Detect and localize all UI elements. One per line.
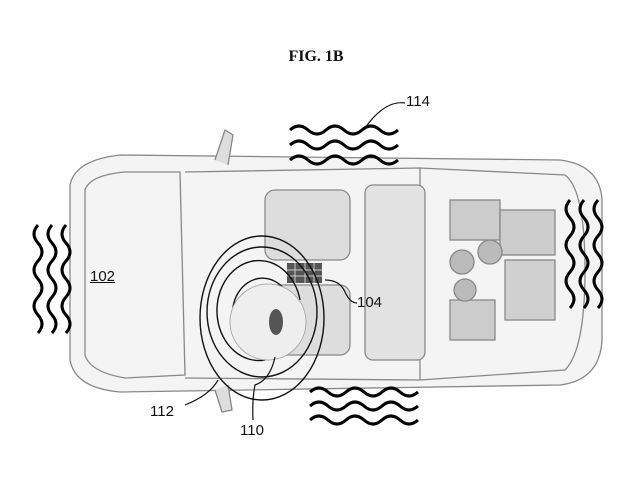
- label-sound-field: 112: [150, 403, 174, 420]
- speaker-icon: [230, 284, 306, 360]
- vehicle-body: [70, 130, 602, 412]
- label-speaker: 110: [240, 422, 264, 439]
- label-display: 104: [357, 294, 382, 311]
- label-noise: 114: [406, 93, 430, 110]
- label-vehicle: 102: [90, 268, 115, 285]
